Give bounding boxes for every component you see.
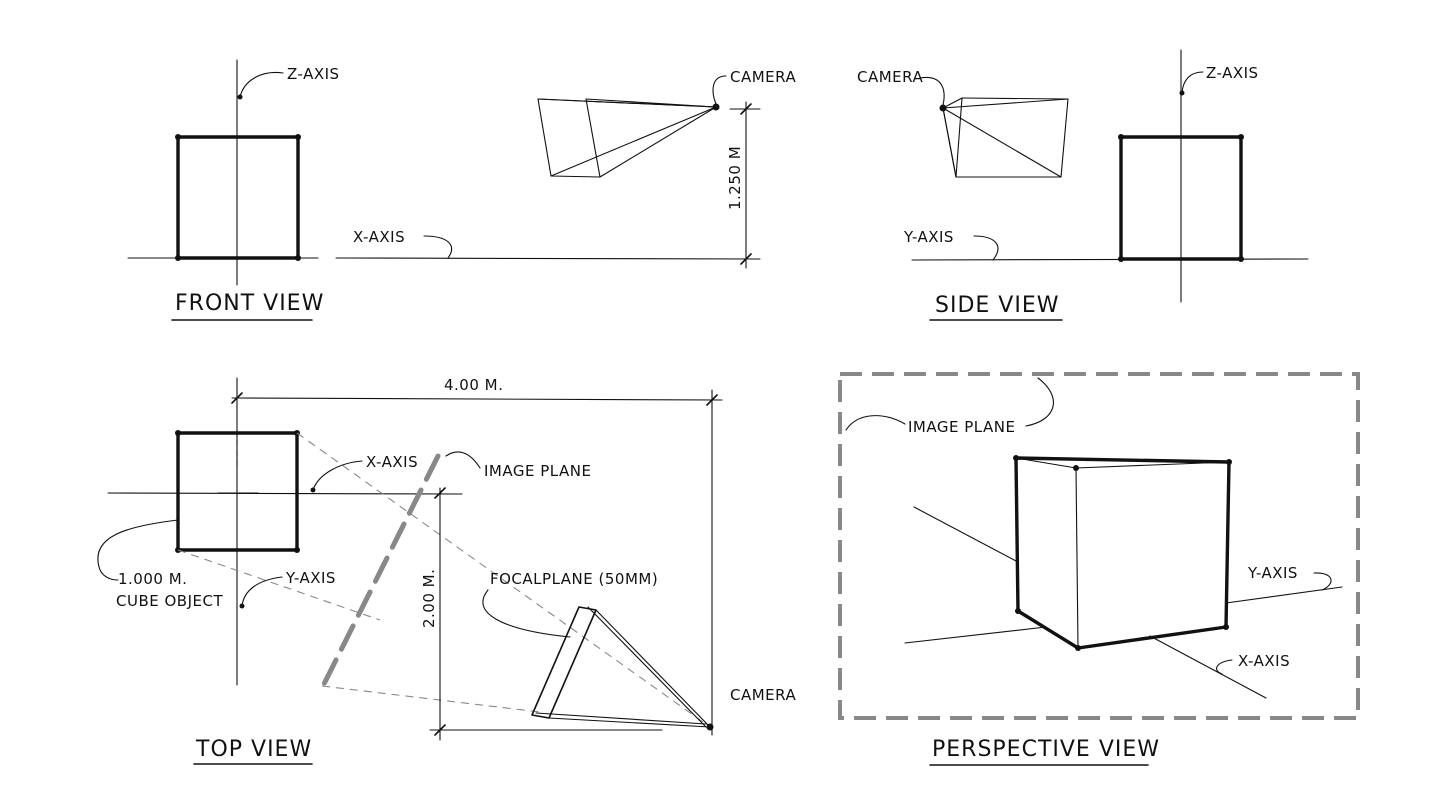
perspective-x-axis <box>1149 635 1267 699</box>
top-image-plane <box>319 453 441 691</box>
top-depth-label: 2.00 M. <box>420 569 438 628</box>
front-view: Z-AXIS X-AXIS CAMERA 1.250 M FRONT VIEW <box>127 59 796 321</box>
front-x-axis-label: X-AXIS <box>353 228 405 246</box>
perspective-image-plane-label: IMAGE PLANE <box>908 418 1015 436</box>
side-y-axis <box>911 258 1309 261</box>
perspective-axis-left <box>913 506 1019 563</box>
perspective-image-plane-frame <box>838 372 1360 720</box>
perspective-view: IMAGE PLANE Y-AXIS X-AXIS PERSPECTIVE VI… <box>838 372 1360 766</box>
top-width-dimension <box>231 397 723 401</box>
top-y-axis-label: Y-AXIS <box>285 569 336 587</box>
front-cube <box>176 135 300 260</box>
top-view: 4.00 M. 2.00 M. X-AXIS IMAGE PLANE Y-AXI… <box>97 376 796 765</box>
top-cube-size-label: 1.000 M. <box>118 570 187 588</box>
perspective-cube <box>1013 455 1232 651</box>
side-y-axis-label: Y-AXIS <box>903 228 954 246</box>
top-view-title: TOP VIEW <box>195 737 312 762</box>
top-x-axis <box>107 492 463 495</box>
front-camera-frustum <box>537 98 720 178</box>
side-view-title: SIDE VIEW <box>935 293 1059 318</box>
front-camera-point <box>712 103 720 111</box>
top-focal-plane <box>531 606 711 728</box>
front-view-title: FRONT VIEW <box>175 291 324 316</box>
front-z-axis-label: Z-AXIS <box>287 65 340 83</box>
side-camera-label: CAMERA <box>857 68 923 86</box>
top-cube-object-label: CUBE OBJECT <box>116 592 223 610</box>
front-camera-label: CAMERA <box>730 68 796 86</box>
top-focal-plane-label: FOCALPLANE (50MM) <box>490 570 658 588</box>
side-camera-frustum <box>939 97 1069 178</box>
top-guide-ray-upper <box>296 432 711 728</box>
side-camera-point <box>939 104 947 112</box>
top-image-plane-label: IMAGE PLANE <box>484 462 591 480</box>
side-cube <box>1119 135 1243 261</box>
top-width-label: 4.00 M. <box>444 376 503 394</box>
top-guide-ray-lower <box>177 549 381 621</box>
front-x-axis-right <box>335 257 761 260</box>
perspective-view-title: PERSPECTIVE VIEW <box>932 737 1160 762</box>
perspective-y-axis <box>1225 586 1343 604</box>
perspective-y-axis-label: Y-AXIS <box>1247 564 1298 582</box>
front-height-label: 1.250 M <box>726 146 744 210</box>
perspective-axis-bottom-left <box>904 626 1047 644</box>
side-z-axis-label: Z-AXIS <box>1206 64 1259 82</box>
top-cube <box>176 431 299 552</box>
perspective-x-axis-label: X-AXIS <box>1238 652 1290 670</box>
side-view: Z-AXIS CAMERA Y-AXIS SIDE VIEW <box>857 49 1309 321</box>
top-x-axis-label: X-AXIS <box>366 453 418 471</box>
top-camera-label: CAMERA <box>730 686 796 704</box>
